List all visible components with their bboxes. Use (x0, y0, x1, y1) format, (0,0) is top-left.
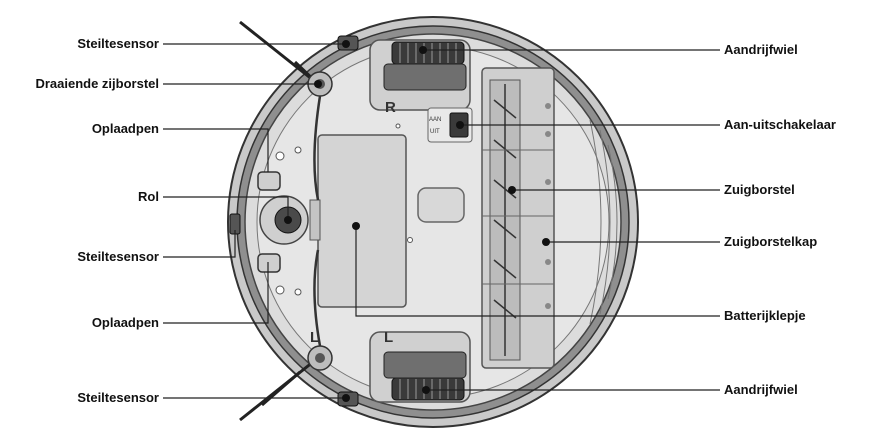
leader-rol (163, 196, 289, 218)
wheel-marking-l-2: L (384, 329, 393, 346)
side-grooves (589, 119, 618, 325)
brush-arm-top (313, 95, 322, 201)
switch-label-off: UIT (430, 129, 440, 135)
wheel-marking-r: R (385, 99, 396, 116)
gear-housing-top (383, 63, 467, 91)
label-batterijklepje: Batterijklepje (724, 308, 806, 323)
charging-pin-top (257, 171, 281, 191)
label-oplaadpen-bottom: Oplaadpen (91, 315, 159, 330)
label-draaiende-zijborstel: Draaiende zijborstel (35, 76, 159, 91)
drive-wheel-bottom-tread (399, 379, 457, 399)
label-aandrijfwiel-top: Aandrijfwiel (724, 42, 798, 57)
label-steiltesensor-mid: Steiltesensor (77, 249, 159, 264)
side-brush-hub-bottom-center (315, 353, 325, 363)
brush-roller (493, 84, 517, 356)
label-aan-uitschakelaar: Aan-uitschakelaar (724, 117, 836, 132)
gear-housing-bottom (383, 351, 467, 379)
side-brush-top (239, 20, 320, 86)
switch-label-on: AAN (429, 117, 441, 123)
leader-lines (163, 43, 720, 399)
center-boss (417, 187, 465, 223)
leader-oplaadpen-top (163, 128, 269, 172)
label-zuigborstel: Zuigborstel (724, 182, 795, 197)
charging-pin-bottom (257, 253, 281, 273)
leader-batterijklepje (355, 226, 720, 317)
wheel-marking-l-1: L (310, 329, 319, 346)
label-rol: Rol (138, 189, 159, 204)
label-aandrijfwiel-bottom: Aandrijfwiel (724, 382, 798, 397)
leader-oplaadpen-bottom (163, 262, 269, 324)
brush-cover-holes (545, 103, 551, 309)
brush-cover-ribs (482, 149, 554, 285)
label-zuigborstelkap: Zuigborstelkap (724, 234, 818, 249)
label-oplaadpen-top: Oplaadpen (91, 121, 159, 136)
drive-wheel-top (391, 41, 465, 65)
screw-holes (275, 123, 413, 296)
brush-arm-bottom (313, 249, 322, 347)
leader-dots (284, 40, 550, 402)
label-steiltesensor-bottom: Steiltesensor (77, 390, 159, 405)
side-brush-bottom (239, 356, 319, 422)
leader-steiltesensor-mid (163, 230, 236, 258)
battery-cover-tab (309, 199, 321, 241)
label-steiltesensor-top: Steiltesensor (77, 36, 159, 51)
battery-cover (317, 134, 407, 308)
